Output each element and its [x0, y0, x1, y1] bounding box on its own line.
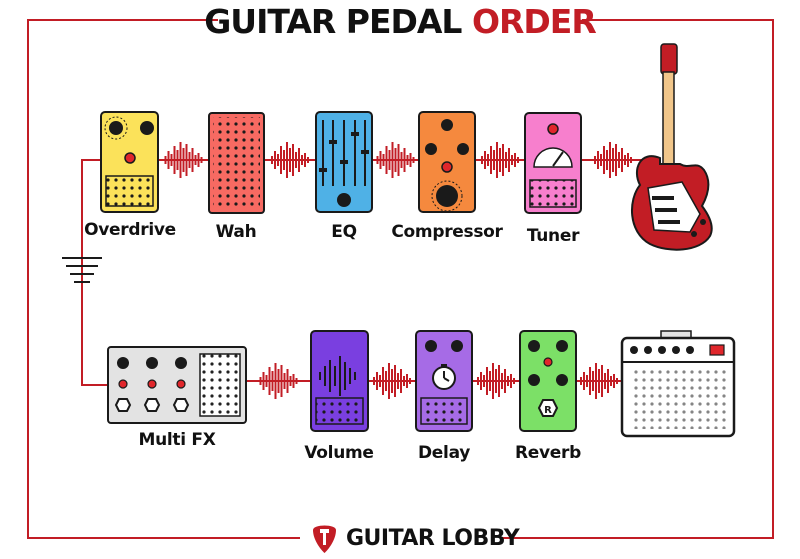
guitar-icon [632, 44, 712, 250]
guitar-pick-logo-icon [313, 526, 336, 554]
label-volume: Volume [289, 443, 389, 463]
label-reverb: Reverb [498, 443, 598, 463]
page-title: GUITAR PEDAL ORDER [0, 0, 800, 44]
wah-pedal [209, 113, 264, 213]
svg-text:R: R [544, 405, 552, 416]
tuner-pedal [525, 113, 581, 213]
label-wah: Wah [186, 222, 286, 242]
amplifier-icon [622, 331, 734, 436]
brand-name: GUITAR LOBBY [346, 526, 519, 551]
delay-pedal [416, 331, 472, 431]
label-delay: Delay [394, 443, 494, 463]
multi-fx-pedal [108, 347, 246, 423]
label-overdrive: Overdrive [80, 220, 180, 240]
reverb-pedal: R [520, 331, 576, 431]
overdrive-pedal [101, 112, 158, 212]
label-multi-fx: Multi FX [127, 430, 227, 450]
volume-pedal [311, 331, 368, 431]
label-eq: EQ [294, 222, 394, 242]
compressor-pedal [419, 112, 475, 212]
title-part2: ORDER [472, 2, 596, 41]
label-compressor: Compressor [387, 222, 507, 242]
title-part1: GUITAR PEDAL [204, 2, 472, 41]
eq-pedal [316, 112, 372, 212]
label-tuner: Tuner [503, 226, 603, 246]
